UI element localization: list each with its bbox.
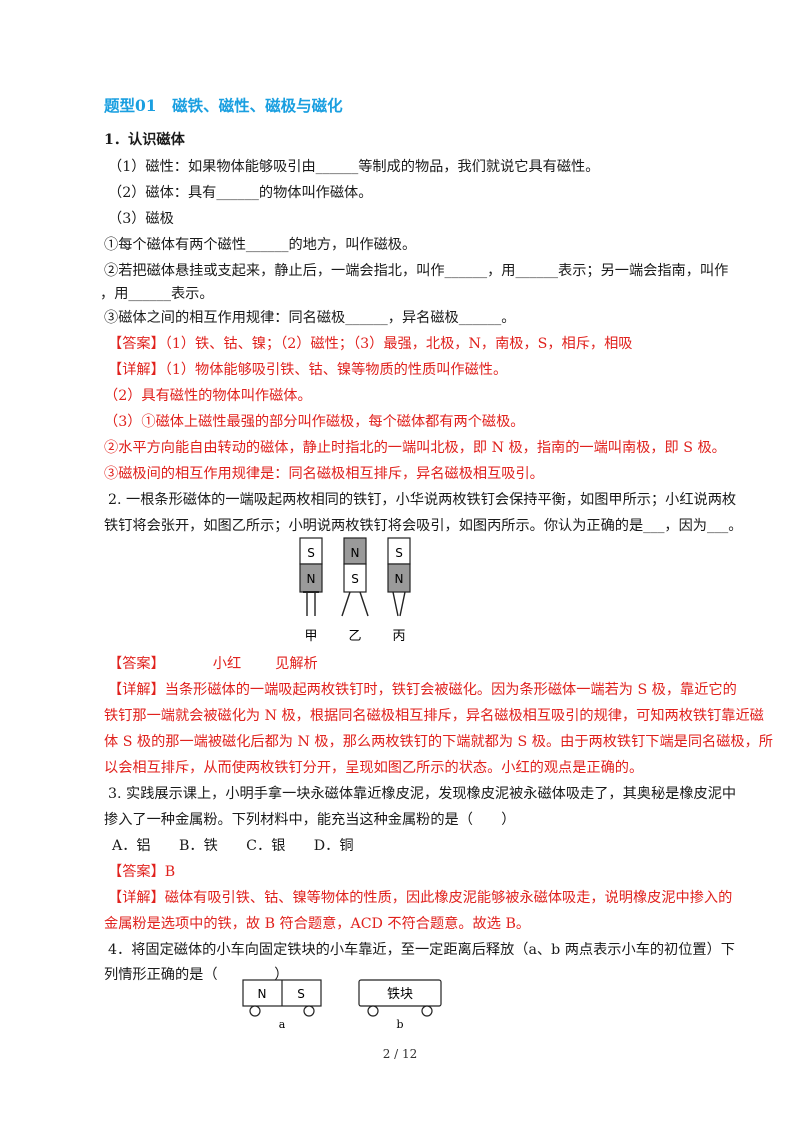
magnet-jia-top-pole: S (307, 546, 315, 560)
cart-b: 铁块 b (358, 979, 442, 1031)
q1-detail: ③磁极间的相互作用规律是：同名磁极相互排斥，异名磁极相互吸引。 (104, 466, 544, 482)
q1-detail: ②水平方向能自由转动的磁体，静止时指北的一端叫北极，即 N 极，指南的一端叫南极… (104, 440, 726, 456)
magnet-yi: N S 乙 (341, 537, 369, 644)
q1-detail: （3）①磁体上磁性最强的部分叫作磁极，每个磁体都有两个磁极。 (104, 414, 525, 430)
q4-line: 列情形正确的是（ ） (104, 967, 289, 983)
q3-line: 3. 实践展示课上，小明手拿一块永磁体靠近橡皮泥，发现橡皮泥被永磁体吸走了，其奥… (108, 786, 737, 802)
q1-line: （1）磁性：如果物体能够吸引由______等制成的物品，我们就说它具有磁性。 (108, 159, 600, 175)
q3-line: 掺入了一种金属粉。下列材料中，能充当这种金属粉的是（ ） (104, 812, 516, 828)
q1-answer: 【答案】（1）铁、钴、镍；（2）磁性；（3）最强，北极，N，南极，S，相斥，相吸 (108, 336, 633, 352)
q1-heading: 1．认识磁体 (104, 132, 185, 148)
magnet-jia: S N 甲 (299, 537, 323, 644)
section-title: 题型01 磁铁、磁性、磁极与磁化 (104, 96, 343, 115)
cart-a-left-pole: N (258, 987, 267, 1001)
q2-line: 铁钉将会张开，如图乙所示；小明说两枚铁钉将会吸引，如图丙所示。你认为正确的是__… (104, 518, 743, 534)
q1-detail: （2）具有磁性的物体叫作磁体。 (104, 388, 312, 404)
q2-line: 2. 一根条形磁体的一端吸起两枚相同的铁钉，小华说两枚铁钉会保持平衡，如图甲所示… (108, 492, 737, 508)
q3-options: A．铝 B．铁 C．银 D．铜 (112, 838, 354, 854)
cart-a-right-pole: S (297, 987, 305, 1001)
q2-detail: 铁钉那一端就会被磁化为 N 极，根据同名磁极相互排斥，异名磁极相互吸引的规律，可… (104, 708, 764, 724)
q3-detail: 金属粉是选项中的铁，故 B 符合题意，ACD 不符合题意。故选 B。 (104, 916, 531, 932)
wheel-icon (303, 1005, 315, 1017)
figure-label-yi: 乙 (348, 629, 361, 644)
q1-line: ③磁体之间的相互作用规律：同名磁极______，异名磁极______。 (104, 310, 516, 326)
q1-line: （3）磁极 (108, 211, 174, 227)
wheel-icon (249, 1005, 261, 1017)
cart-a-label: a (279, 1018, 286, 1031)
cart-a: N S a (242, 979, 322, 1031)
figure-label-bing: 丙 (392, 629, 405, 644)
q2-answer-value: 小红 (212, 656, 242, 672)
q3-detail: 【详解】磁体有吸引铁、钴、镍等物体的性质，因此橡皮泥能够被永磁体吸走，说明橡皮泥… (108, 890, 733, 906)
magnet-jia-bottom-pole: N (307, 572, 316, 586)
q2-answer-tag: 【答案】 (108, 656, 165, 672)
q2-answer: 【答案】 小红 见解析 (108, 654, 318, 674)
q1-line: （2）磁体：具有______的物体叫作磁体。 (108, 185, 373, 201)
page-number: 2 / 12 (382, 1047, 418, 1061)
q2-detail: 【详解】当条形磁体的一端吸起两枚铁钉时，铁钉会被磁化。因为条形磁体一端若为 S … (108, 682, 737, 698)
q4-line: 4．将固定磁体的小车向固定铁块的小车靠近，至一定距离后释放（a、b 两点表示小车… (108, 942, 735, 958)
magnet-yi-top-pole: N (351, 546, 360, 560)
cart-figure: N S a 铁块 b (242, 979, 442, 1031)
wheel-icon (367, 1005, 379, 1017)
magnet-bing-top-pole: S (395, 546, 403, 560)
q1-line: ②若把磁体悬挂或支起来，静止后，一端会指北，叫作______，用______表示… (104, 263, 729, 279)
q1-line: ①每个磁体有两个磁性______的地方，叫作磁极。 (104, 237, 417, 253)
q1-detail: 【详解】（1）物体能够吸引铁、钴、镍等物质的性质叫作磁性。 (108, 362, 508, 378)
q2-detail: 以会相互排斥，从而使两枚铁钉分开，呈现如图乙所示的状态。小红的观点是正确的。 (104, 760, 644, 776)
magnet-bing: S N 丙 (387, 537, 411, 644)
magnet-nail-figure: S N 甲 N S 乙 S N 丙 (299, 537, 411, 644)
q3-answer: 【答案】B (108, 864, 176, 880)
magnet-yi-bottom-pole: S (351, 572, 359, 586)
q1-line: ，用______表示。 (100, 286, 214, 302)
figure-label-jia: 甲 (304, 629, 317, 644)
cart-b-text: 铁块 (387, 987, 413, 1002)
wheel-icon (421, 1005, 433, 1017)
q2-detail: 体 S 极的那一端被磁化后都为 N 极，那么两枚铁钉的下端就都为 S 极。由于两… (104, 734, 773, 750)
cart-b-label: b (396, 1018, 403, 1031)
q2-answer-note: 见解析 (275, 656, 318, 672)
magnet-bing-bottom-pole: N (395, 572, 404, 586)
